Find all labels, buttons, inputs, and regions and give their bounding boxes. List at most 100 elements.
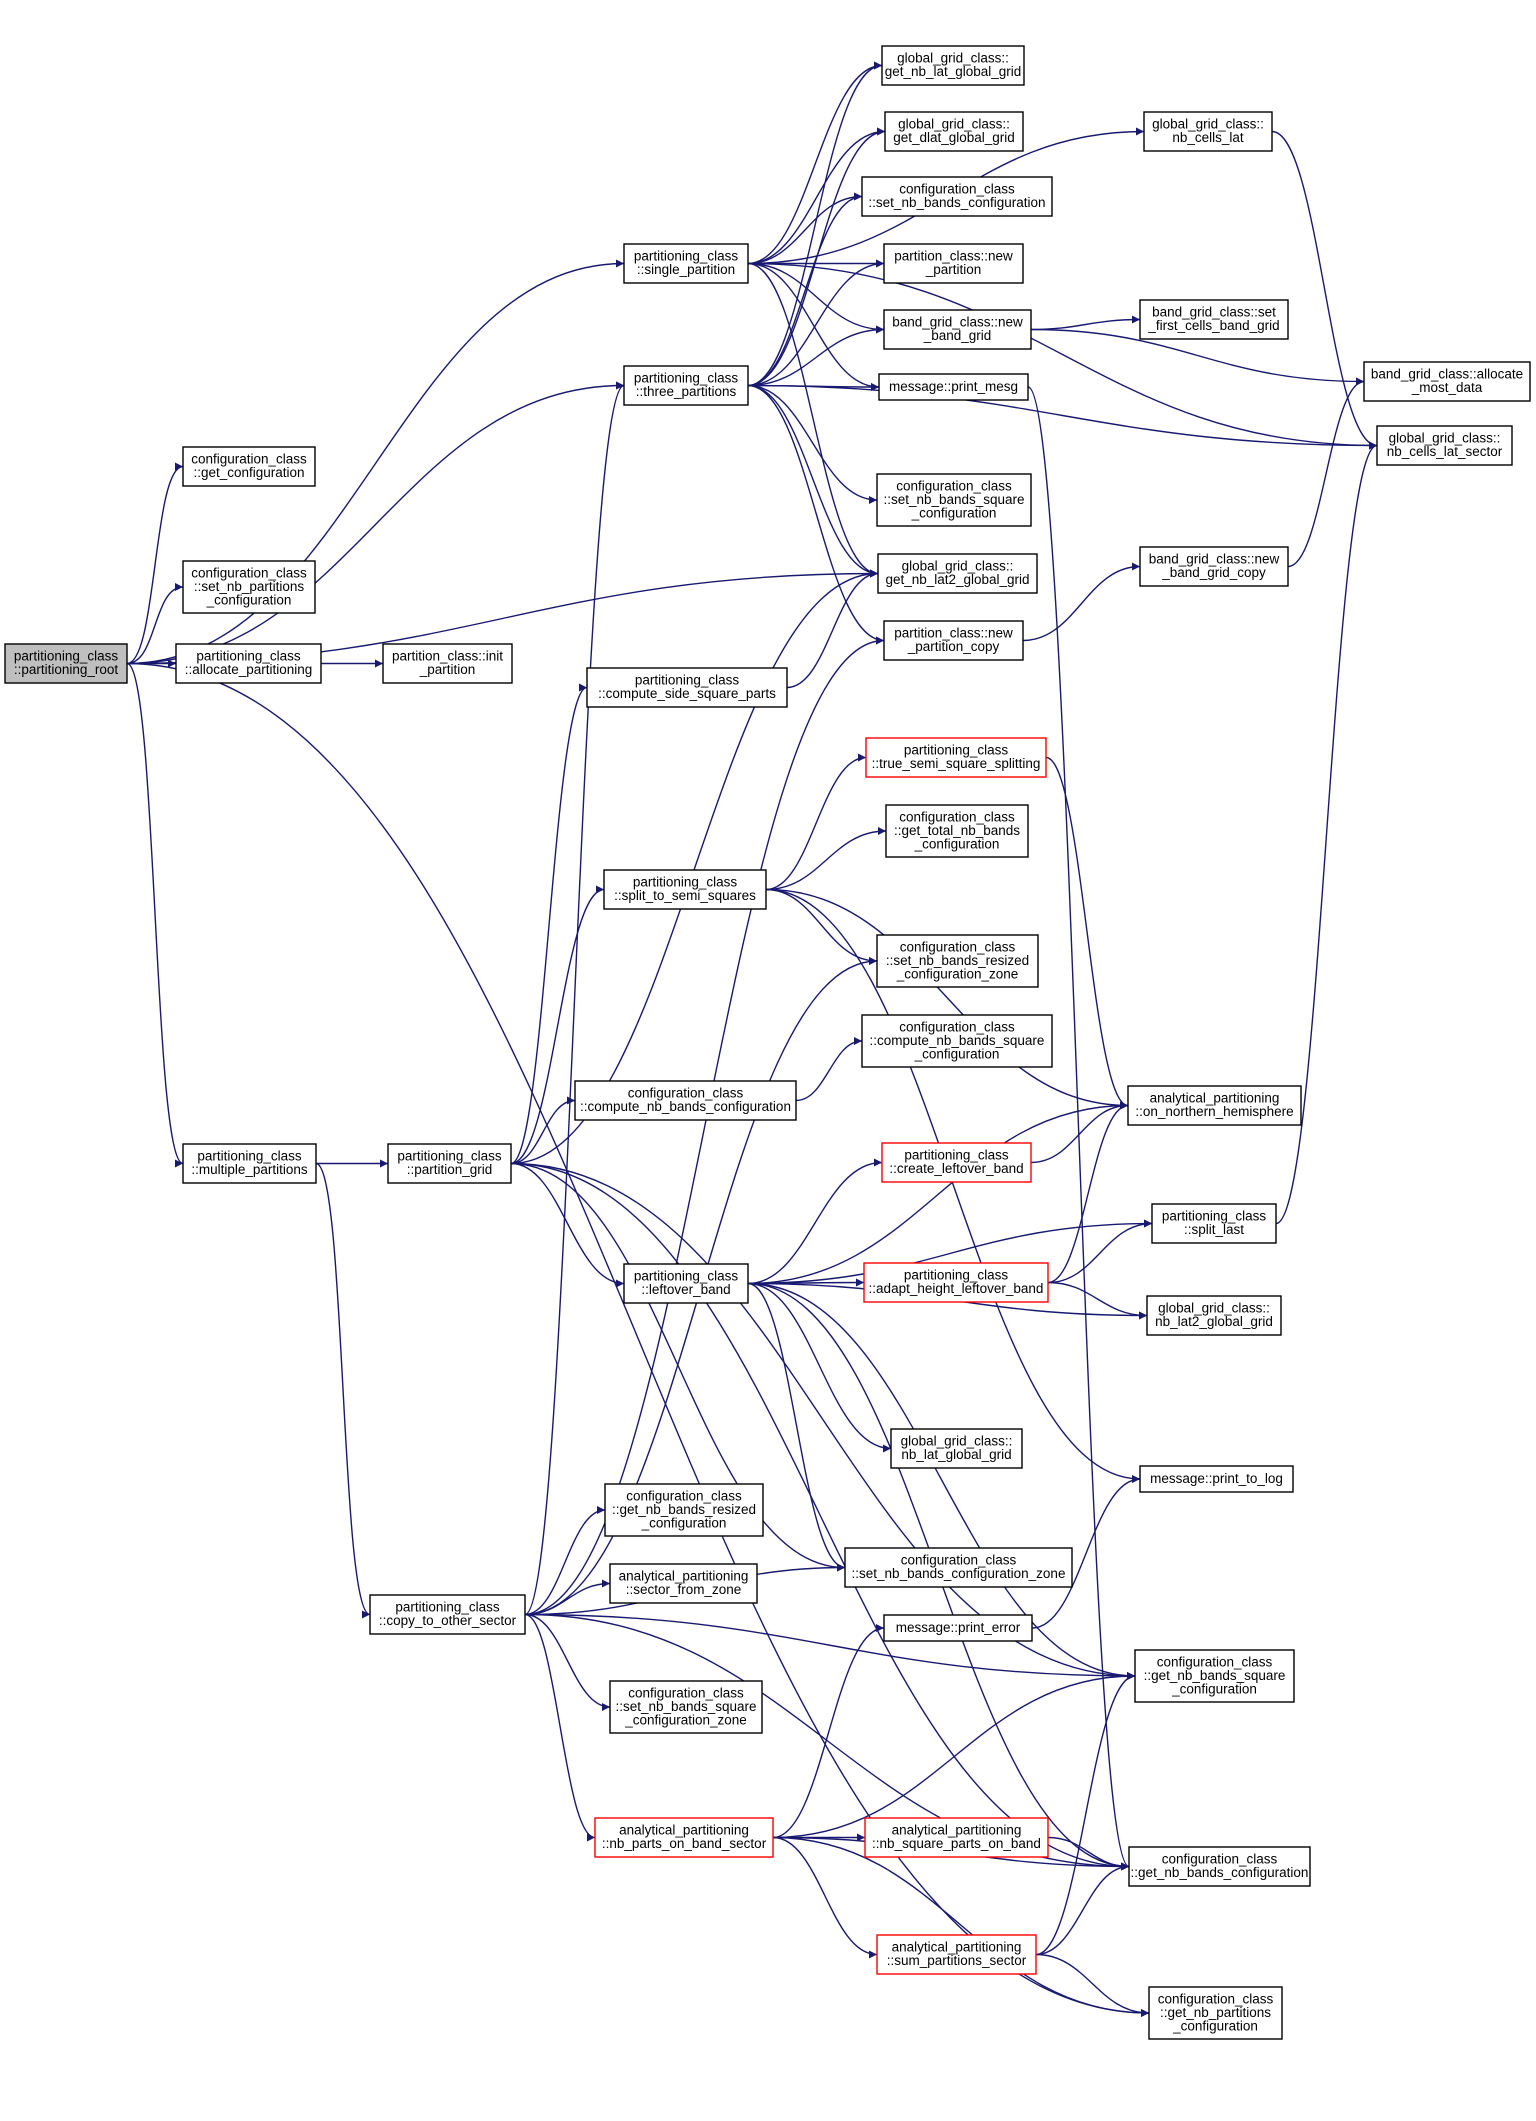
node-nb-cells-sector[interactable]: global_grid_class::nb_cells_lat_sector (1376, 425, 1513, 466)
edge-new-bg-copy-to-alloc-most (1287, 377, 1365, 568)
node-set-nb-conf[interactable]: configuration_class::set_nb_bands_config… (861, 176, 1053, 217)
node-label-line: partitioning_class (634, 1269, 739, 1284)
node-leftover[interactable]: partitioning_class::leftover_band (623, 1263, 749, 1304)
edge-leftover-to-create-left (747, 1158, 883, 1285)
node-box (863, 1262, 1049, 1303)
node-label-line: ::three_partitions (636, 384, 737, 399)
node-get-nb-part-conf[interactable]: configuration_class::get_nb_partitions_c… (1148, 1986, 1283, 2040)
call-edge (126, 583, 184, 665)
node-set-first[interactable]: band_grid_class::set_first_cells_band_gr… (1139, 299, 1289, 340)
node-set-res-zone[interactable]: configuration_class::set_nb_bands_resize… (876, 934, 1039, 988)
call-edge (786, 569, 879, 689)
call-edge (772, 1836, 878, 1959)
node-box (864, 1817, 1049, 1858)
node-nb-cells-lat[interactable]: global_grid_class::nb_cells_lat (1143, 111, 1273, 152)
node-label-line: nb_lat2_global_grid (1155, 1314, 1273, 1329)
node-alloc-part[interactable]: partitioning_class::allocate_partitionin… (175, 643, 322, 684)
node-get-total[interactable]: configuration_class::get_total_nb_bands_… (885, 804, 1029, 858)
node-get-conf[interactable]: configuration_class::get_configuration (182, 446, 316, 487)
edge-part-grid-to-cnb-conf (510, 1096, 576, 1165)
node-sector-from-zone[interactable]: analytical_partitioning::sector_from_zon… (609, 1563, 758, 1604)
edge-new-bg-to-set-first (1030, 315, 1141, 331)
node-copy-sector[interactable]: partitioning_class::copy_to_other_sector (369, 1594, 526, 1635)
node-sum-part[interactable]: analytical_partitioning::sum_partitions_… (876, 1934, 1037, 1975)
node-cnb-sq-conf[interactable]: configuration_class::compute_nb_bands_sq… (861, 1014, 1053, 1068)
node-print-log[interactable]: message::print_to_log (1139, 1465, 1294, 1493)
edge-single-to-nb-cells-sector (747, 262, 1378, 450)
node-get-nb-res[interactable]: configuration_class::get_nb_bands_resize… (604, 1483, 764, 1537)
call-edge (747, 192, 863, 387)
node-set-nb-part-conf[interactable]: configuration_class::set_nb_partitions_c… (182, 560, 316, 614)
node-label-line: ::single_partition (637, 262, 735, 277)
call-edge (747, 262, 879, 578)
node-gdl-global[interactable]: global_grid_class::get_dlat_global_grid (884, 111, 1024, 152)
node-label-line: configuration_class (628, 1086, 744, 1101)
node-split-last[interactable]: partitioning_class::split_last (1151, 1203, 1277, 1244)
edge-single-to-gdl-global (747, 127, 886, 265)
call-edge (747, 61, 883, 387)
edge-three-to-gnl-global (747, 61, 883, 387)
node-label-line: ::split_last (1184, 1222, 1244, 1237)
node-new-part[interactable]: partition_class::new_partition (883, 243, 1024, 284)
node-set-sq-conf[interactable]: configuration_class::set_nb_bands_square… (876, 473, 1032, 527)
node-box (1146, 1295, 1282, 1336)
edge-sum-part-to-get-nb-conf (1035, 1862, 1130, 1956)
node-label-line: ::get_nb_bands_configuration (1131, 1865, 1309, 1880)
edge-copy-sector-to-sector-from-zone (524, 1579, 611, 1616)
edge-three-to-nb-cells-sector (747, 384, 1378, 450)
node-split-semi[interactable]: partitioning_class::split_to_semi_square… (603, 869, 767, 910)
call-edge (524, 381, 625, 1616)
node-label-line: ::nb_parts_on_band_sector (602, 1836, 767, 1851)
node-adapt-height[interactable]: partitioning_class::adapt_height_leftove… (863, 1262, 1049, 1303)
node-label-line: _configuration_zone (896, 966, 1019, 981)
call-edge (747, 1219, 1153, 1285)
node-label-line: _configuration (1171, 1681, 1257, 1696)
node-box (586, 667, 788, 708)
edge-cnb-conf-to-cnb-sq-conf (795, 1037, 863, 1102)
node-alloc-most[interactable]: band_grid_class::allocate_most_data (1363, 361, 1531, 402)
node-label-line: ::copy_to_other_sector (379, 1613, 517, 1628)
node-new-bg[interactable]: band_grid_class::new_band_grid (883, 309, 1032, 350)
node-get-nb-conf[interactable]: configuration_class::get_nb_bands_config… (1128, 1846, 1311, 1887)
node-label-line: partitioning_class (395, 1600, 500, 1615)
node-gnl2-global[interactable]: global_grid_class::get_nb_lat2_global_gr… (877, 553, 1038, 594)
node-multiple[interactable]: partitioning_class::multiple_partitions (182, 1143, 317, 1184)
node-set-sq-zone[interactable]: configuration_class::set_nb_bands_square… (609, 1680, 763, 1734)
node-nb-sq-parts[interactable]: analytical_partitioning::nb_square_parts… (864, 1817, 1049, 1858)
node-box (4, 643, 128, 684)
call-edge (1031, 1475, 1141, 1629)
node-create-left[interactable]: partitioning_class::create_leftover_band (881, 1142, 1032, 1183)
call-edge (772, 1624, 885, 1839)
edge-root-to-single (126, 259, 625, 665)
node-set-conf-zone[interactable]: configuration_class::set_nb_bands_config… (844, 1547, 1073, 1588)
node-get-sq-conf[interactable]: configuration_class::get_nb_bands_square… (1134, 1649, 1295, 1703)
call-edge (1030, 1101, 1129, 1164)
node-single[interactable]: partitioning_class::single_partition (623, 243, 749, 284)
edge-three-to-new-part (747, 259, 885, 387)
node-true-semi[interactable]: partitioning_class::true_semi_square_spl… (865, 737, 1047, 778)
node-gnl-global[interactable]: global_grid_class::get_nb_lat_global_gri… (881, 45, 1025, 86)
node-nb-lat2[interactable]: global_grid_class::nb_lat2_global_grid (1146, 1295, 1282, 1336)
node-new-bg-copy[interactable]: band_grid_class::new_band_grid_copy (1139, 546, 1289, 587)
node-cnb-conf[interactable]: configuration_class::compute_nb_bands_co… (574, 1080, 797, 1121)
node-box (182, 446, 316, 487)
node-box (1143, 111, 1273, 152)
node-label-line: nb_cells_lat_sector (1387, 444, 1503, 459)
node-label-line: ::set_nb_partitions (194, 579, 305, 594)
node-cs-sq-parts[interactable]: partitioning_class::compute_side_square_… (586, 667, 788, 708)
node-label-line: _configuration_zone (624, 1712, 747, 1727)
node-nb-lat-global[interactable]: global_grid_class::nb_lat_global_grid (890, 1428, 1023, 1469)
node-print-mesg[interactable]: message::print_mesg (878, 373, 1029, 401)
node-print-error[interactable]: message::print_error (883, 1614, 1033, 1642)
node-nb-parts-band[interactable]: analytical_partitioning::nb_parts_on_ban… (594, 1817, 774, 1858)
node-part-grid[interactable]: partitioning_class::partition_grid (387, 1143, 512, 1184)
node-new-part-copy[interactable]: partition_class::new_partition_copy (883, 620, 1024, 661)
node-init-part[interactable]: partition_class::init_partition (382, 643, 513, 684)
call-edge (772, 1836, 1150, 2017)
call-edge (510, 1162, 625, 1288)
node-three[interactable]: partitioning_class::three_partitions (623, 365, 749, 406)
node-root[interactable]: partitioning_class::partitioning_root (4, 643, 128, 684)
node-label-line: ::set_nb_bands_square (615, 1699, 756, 1714)
node-on-north[interactable]: analytical_partitioning::on_northern_hem… (1127, 1085, 1302, 1126)
node-box (881, 1142, 1032, 1183)
